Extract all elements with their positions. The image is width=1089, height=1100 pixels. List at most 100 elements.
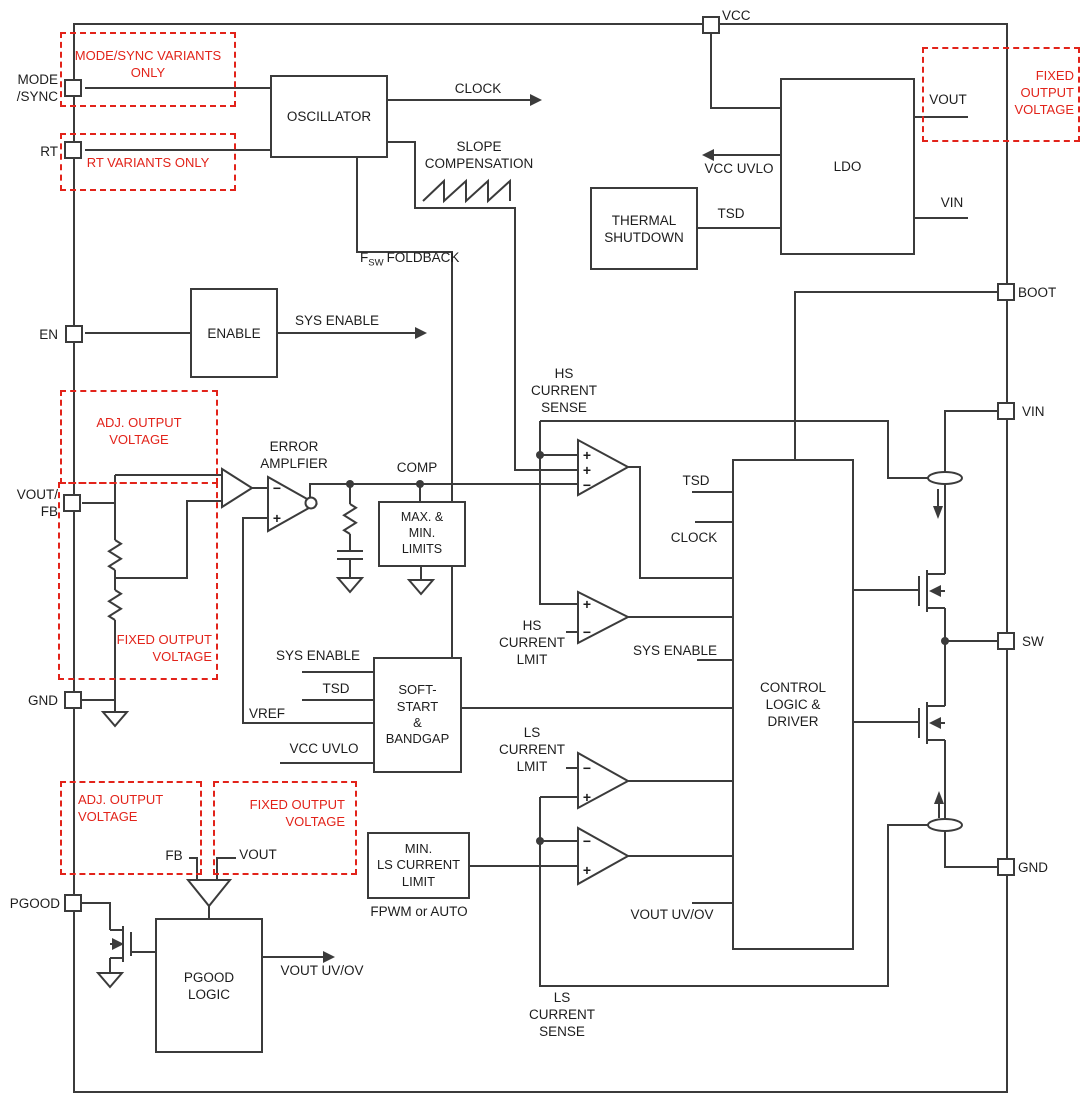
label-clock-ctrl: CLOCK (670, 530, 718, 545)
label-vout-uvov-pgood: VOUT UV/OV (280, 963, 364, 978)
pin-en (65, 325, 83, 343)
label-ls-current-lmit: LS CURRENT LMIT (499, 725, 565, 774)
wire-pgood-pin (82, 902, 111, 930)
ls-current-arrow-icon (934, 791, 944, 818)
label-fpwm-or-auto: FPWM or AUTO (370, 904, 468, 919)
hs-current-limit-comparator (577, 590, 631, 645)
stub-vout-mux (216, 857, 236, 880)
adj-output-voltage-note-bottom: ADJ. OUTPUT VOLTAGE (78, 792, 164, 824)
wire-fb-sense-tap (115, 500, 222, 579)
pin-label-boot: BOOT (1018, 285, 1057, 300)
ldo-block: LDO (780, 78, 915, 255)
hs-current-arrow-icon (933, 489, 943, 519)
minus-glyph: − (583, 624, 591, 640)
label-tsd-ctrl: TSD (682, 473, 710, 488)
minus-glyph: − (583, 760, 591, 776)
sawtooth-waveform-icon (422, 178, 511, 204)
ground-icon-divider (100, 711, 130, 728)
pgood-out-arrowhead-icon (323, 951, 335, 963)
label-vout-uvov-ctrl: VOUT UV/OV (630, 907, 714, 922)
pin-pgood (64, 894, 82, 912)
rt-variants-box (60, 133, 236, 191)
thermal-shutdown-block: THERMAL SHUTDOWN (590, 187, 698, 270)
resistor-divider-bottom (107, 589, 123, 621)
label-tsd-ss: TSD (322, 681, 350, 696)
min-ls-current-limit-block: MIN. LS CURRENT LIMIT (367, 832, 470, 899)
ls-mosfet-icon (918, 702, 945, 744)
label-sys-enable-ctrl: SYS ENABLE (632, 643, 718, 658)
comparator-input-glyphs: − + + + − + − − + − + (273, 447, 591, 878)
wire-hs-comp-out (628, 466, 732, 579)
fixed-output-voltage-note-top-right: FIXED OUTPUT VOLTAGE (1014, 68, 1074, 117)
hs-current-sense-element (927, 471, 963, 485)
minus-glyph: − (583, 833, 591, 849)
amplifiers (95, 438, 963, 989)
pin-label-vcc: VCC (722, 8, 751, 23)
wire-hs-sense-drop (539, 421, 578, 605)
fixed-output-voltage-note-bottom: FIXED OUTPUT VOLTAGE (249, 797, 345, 829)
wire-vin-to-hs-fet (944, 410, 997, 574)
feedback-mux-triangle (185, 879, 233, 908)
pin-rt (64, 141, 82, 159)
label-slope-compensation: SLOPE COMPENSATION (424, 139, 534, 171)
pin-label-rt: RT (40, 144, 58, 159)
adj-output-voltage-box-bottom (60, 781, 202, 875)
vcc-uvlo-arrowhead-icon (702, 149, 714, 161)
pin-label-vin: VIN (1022, 404, 1045, 419)
resistor-comp (342, 503, 358, 535)
junction-dot (416, 480, 424, 488)
wire-ls-sense (539, 797, 928, 987)
enable-block: ENABLE (190, 288, 278, 378)
pin-label-gnd-right: GND (1018, 860, 1048, 875)
junction-dot (536, 837, 544, 845)
fixed-output-voltage-note-mid: FIXED OUTPUT VOLTAGE (116, 632, 212, 664)
stub-fb-mux (189, 857, 198, 880)
minus-glyph: − (273, 480, 281, 496)
fixed-output-voltage-box-top-right (922, 47, 1080, 142)
plus-glyph: + (583, 862, 591, 878)
wire-ls-to-gnd (944, 740, 997, 868)
label-vcc-uvlo-ss: VCC UVLO (289, 741, 359, 756)
label-fb: FB (165, 848, 183, 863)
control-logic-driver-block: CONTROL LOGIC & DRIVER (732, 459, 854, 950)
device-boundary (73, 23, 1008, 1093)
clock-arrowhead-icon (530, 94, 542, 106)
label-ldo-vout: VOUT (929, 92, 967, 107)
pin-vin (997, 402, 1015, 420)
pin-gnd-right (997, 858, 1015, 876)
ground-icon-pgood (95, 972, 125, 989)
label-clock: CLOCK (454, 81, 502, 96)
wire-comp (309, 483, 578, 497)
error-amplifier-output-node (304, 496, 318, 510)
wires (73, 23, 1008, 1093)
junction-dot (536, 451, 544, 459)
label-sys-enable: SYS ENABLE (294, 313, 380, 328)
plus-glyph: + (583, 789, 591, 805)
arrowheads (323, 94, 949, 963)
pin-label-en: EN (39, 327, 58, 342)
mosfets (110, 570, 945, 962)
minus-glyph: − (583, 477, 591, 493)
pin-boot (997, 283, 1015, 301)
pin-label-sw: SW (1022, 634, 1044, 649)
sys-enable-arrowhead-icon (415, 327, 427, 339)
label-hs-current-lmit: HS CURRENT LMIT (499, 618, 565, 667)
pin-label-gnd-left: GND (28, 693, 58, 708)
hs-current-sense-comparator (577, 438, 631, 497)
rt-variants-note: RT VARIANTS ONLY (86, 155, 210, 170)
wire-slope-compensation (388, 141, 578, 471)
soft-start-bandgap-block: SOFT- START & BANDGAP (373, 657, 462, 773)
plus-glyph: + (583, 447, 591, 463)
label-vout-mux: VOUT (239, 847, 277, 862)
fsw-f: F (360, 250, 369, 265)
pin-label-vout-fb: VOUT/ FB (16, 487, 58, 519)
fixed-output-voltage-box-bottom (213, 781, 357, 875)
max-min-limits-block: MAX. & MIN. LIMITS (378, 501, 466, 567)
resistor-divider-top (107, 539, 123, 571)
pin-label-mode-sync: MODE /SYNC (16, 72, 58, 104)
ground-icon-comp (335, 577, 365, 594)
label-sys-enable-ss: SYS ENABLE (275, 648, 361, 663)
pgood-mosfet-icon (110, 926, 132, 962)
